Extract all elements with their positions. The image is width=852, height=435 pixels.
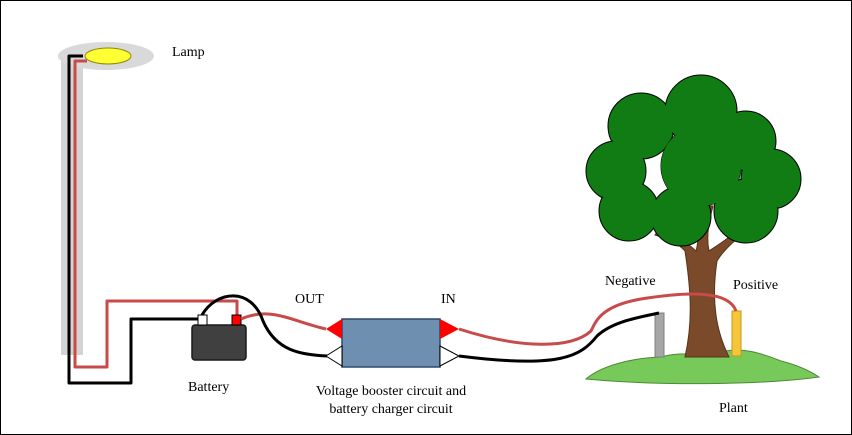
wire-positive-electrode-to-in bbox=[458, 292, 738, 346]
plant-label: Plant bbox=[719, 401, 748, 416]
converter-label-line1: Voltage booster circuit and bbox=[315, 384, 467, 399]
converter-label: Voltage booster circuit and battery char… bbox=[291, 383, 491, 419]
negative-electrode bbox=[654, 312, 665, 358]
battery-terminal-negative bbox=[197, 314, 208, 326]
in-terminal-negative bbox=[439, 345, 461, 367]
battery-label: Battery bbox=[188, 380, 230, 395]
lamp-wire-red bbox=[73, 59, 239, 369]
battery-terminal-positive bbox=[231, 314, 242, 326]
converter-label-line2: battery charger circuit bbox=[329, 402, 453, 417]
positive-label: Positive bbox=[733, 278, 779, 293]
lamp-pole bbox=[61, 53, 83, 355]
converter-box bbox=[341, 318, 441, 368]
out-terminal-positive bbox=[326, 319, 342, 339]
positive-electrode bbox=[731, 310, 742, 357]
negative-label: Negative bbox=[605, 274, 656, 289]
in-label: IN bbox=[441, 292, 456, 307]
wire-battery-positive-to-out bbox=[240, 312, 327, 331]
lamp-label: Lamp bbox=[172, 45, 205, 60]
wire-battery-negative-to-out bbox=[200, 294, 329, 358]
out-label: OUT bbox=[295, 292, 324, 307]
in-terminal-positive bbox=[440, 319, 459, 339]
battery-body bbox=[191, 324, 247, 361]
lamp-bulb bbox=[84, 47, 132, 65]
out-terminal-negative bbox=[325, 345, 343, 367]
wire-negative-electrode-to-in bbox=[458, 311, 660, 363]
lamp-wire-black bbox=[67, 54, 199, 385]
tree-foliage-fill bbox=[587, 76, 800, 245]
